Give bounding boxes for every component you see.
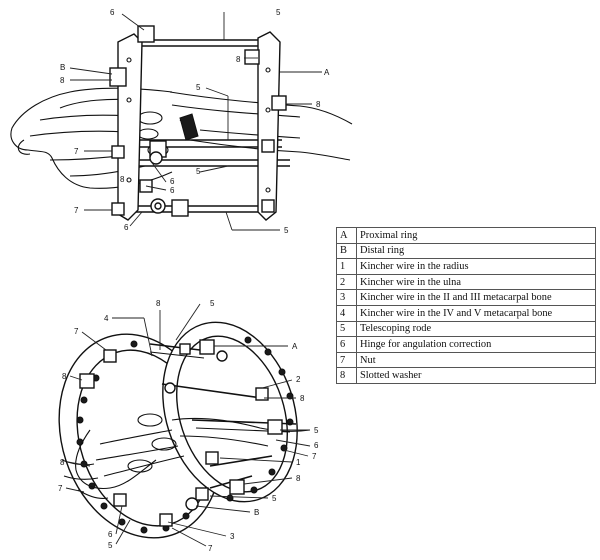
bottom-label: 8: [156, 299, 161, 308]
top-label: B: [60, 63, 65, 72]
top-label: 6: [170, 186, 175, 195]
bottom-label: 8: [62, 372, 67, 381]
legend-text: Kincher wire in the radius: [356, 258, 596, 275]
top-label: 5: [196, 83, 201, 92]
legend-text: Nut: [356, 351, 596, 369]
legend-key: 3: [336, 289, 357, 306]
top-label: 7: [74, 206, 79, 215]
legend-text: Kincher wire in the ulna: [356, 273, 596, 291]
legend-text: Kincher wire in the II and III metacarpa…: [356, 289, 596, 306]
top-label: 7: [74, 147, 79, 156]
top-label: 8: [60, 76, 65, 85]
top-labels: 6 5 A B 8 8 8 8 5 7 6 6 7 6 5 5: [60, 8, 330, 235]
legend-text: Proximal ring: [356, 227, 596, 244]
top-label: 8: [120, 175, 125, 184]
legend-key: A: [336, 227, 357, 244]
bottom-label: A: [292, 342, 298, 351]
top-label: 6: [170, 177, 175, 186]
proximal-ring-A: [257, 31, 281, 221]
bottom-label: 7: [58, 484, 63, 493]
top-label: 8: [236, 55, 241, 64]
bottom-label: 5: [210, 299, 215, 308]
bottom-label: 7: [312, 452, 317, 461]
legend-text: Hinge for angulation correction: [356, 336, 596, 353]
bottom-label: 2: [296, 375, 301, 384]
bottom-label: 8: [296, 474, 301, 483]
legend-key: 8: [336, 367, 357, 384]
legend-key: 7: [336, 351, 357, 369]
legend-text: Kincher wire in the IV and V metacarpal …: [356, 304, 596, 322]
bottom-label: 3: [230, 532, 235, 541]
top-label: 6: [110, 8, 115, 17]
hand-3d: [61, 413, 311, 500]
top-figure: 6 5 A B 8 8 8 8 5 7 6 6 7 6 5 5: [10, 8, 353, 235]
legend-key: 5: [336, 320, 357, 338]
forearm-outline: [169, 91, 353, 161]
top-label: 6: [124, 223, 129, 232]
bottom-label: 4: [104, 314, 109, 323]
bottom-label: B: [254, 508, 259, 517]
bottom-label: 6: [314, 441, 319, 450]
bottom-label: 7: [208, 544, 213, 553]
top-label: A: [324, 68, 330, 77]
bottom-label: 7: [74, 327, 79, 336]
bottom-label: 5: [108, 541, 113, 550]
hand-bones: [10, 87, 199, 189]
legend-key: 1: [336, 258, 357, 275]
top-label: 5: [284, 226, 289, 235]
top-hardware: [109, 25, 287, 217]
bottom-figure: 8 5 4 7 A 8 2 8 5 6 7 1 8 5 B 3 7 6 5 7 …: [58, 299, 319, 553]
bottom-hardware: [79, 339, 283, 527]
top-label: 5: [196, 167, 201, 176]
legend-key: 2: [336, 273, 357, 291]
legend-key: 6: [336, 336, 357, 353]
legend-text: Distal ring: [356, 242, 596, 260]
bottom-label: 8: [60, 458, 65, 467]
bottom-leaders: [65, 303, 311, 547]
legend-key: 4: [336, 304, 357, 322]
bottom-label: 1: [296, 458, 301, 467]
legend-key: B: [336, 242, 357, 260]
top-label: 5: [276, 8, 281, 17]
bottom-labels: 8 5 4 7 A 8 2 8 5 6 7 1 8 5 B 3 7 6 5 7 …: [58, 299, 319, 553]
bottom-label: 8: [300, 394, 305, 403]
bottom-label: 5: [272, 494, 277, 503]
bottom-label: 6: [108, 530, 113, 539]
top-leaders: [69, 12, 322, 231]
bottom-label: 5: [314, 426, 319, 435]
legend-text: Telescoping rode: [356, 320, 596, 338]
legend-text: Slotted washer: [356, 367, 596, 384]
top-label: 8: [316, 100, 321, 109]
distal-ring-B: [117, 33, 143, 221]
